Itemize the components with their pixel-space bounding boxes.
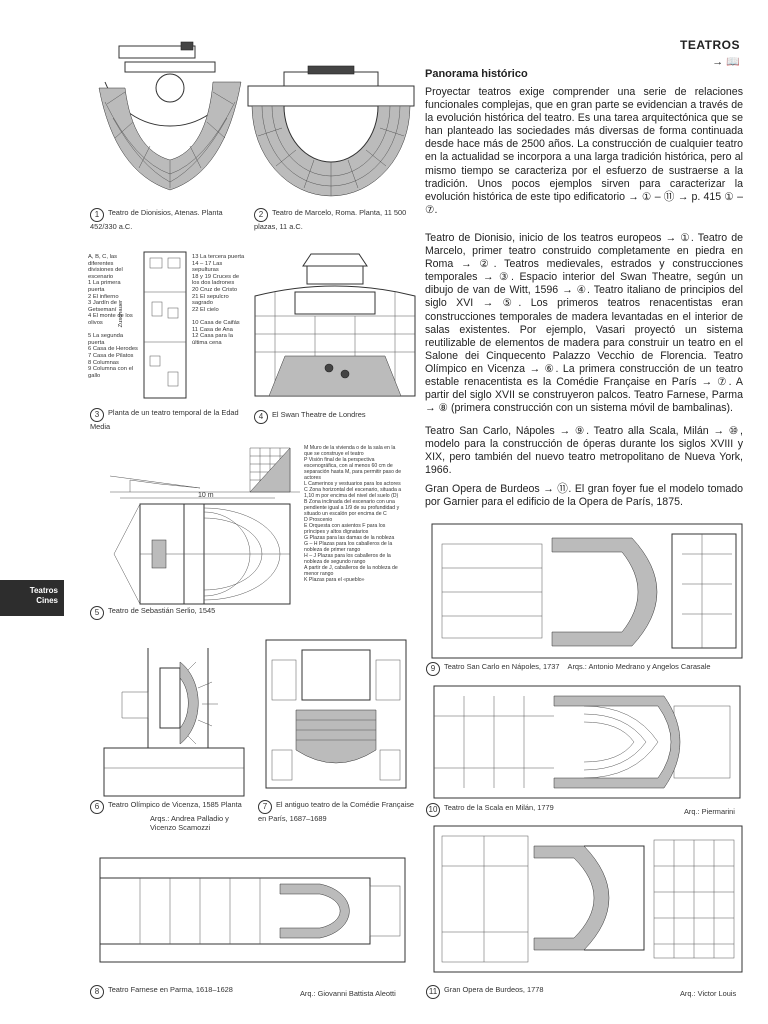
paragraph-intro: Proyectar teatros exige comprender una s… <box>425 86 743 216</box>
figure-1-drawing <box>98 41 242 191</box>
figure-11-number: 11 <box>426 985 440 999</box>
figure-10-drawing <box>433 685 741 799</box>
page-header-reference: → 📖 <box>712 56 740 68</box>
figure-3-side-label: Zuschauer <box>118 300 124 328</box>
figure-8-credit: Arq.: Giovanni Battista Aleotti <box>300 989 396 998</box>
side-tab-line-1: Teatros <box>29 586 58 595</box>
figure-1-number: 1 <box>90 208 104 222</box>
figure-6-credit: Arqs.: Andrea Palladio y Vicenzo Scamozz… <box>150 814 229 832</box>
figure-9-credit: Arqs.: Antonio Medrano y Angelos Carasal… <box>567 662 711 671</box>
figure-3-legend-right: 13 La tercera puerta 14 – 17 Las sepultu… <box>192 254 245 346</box>
figure-8-drawing <box>99 857 406 963</box>
figure-5-number: 5 <box>90 606 104 620</box>
figure-5-scale: 10 m <box>198 492 214 499</box>
figure-7-drawing <box>265 639 407 789</box>
figure-5-legend: M Muro de la vivienda o de la sala en la… <box>304 445 402 583</box>
figure-7-number: 7 <box>258 800 272 814</box>
figure-2-drawing <box>247 65 415 197</box>
figure-11-credit: Arq.: Victor Louis <box>680 989 737 998</box>
figure-9-number: 9 <box>426 662 440 676</box>
chapter-side-tab[interactable]: Teatros Cines <box>0 580 64 616</box>
page-header-title: TEATROS <box>680 38 740 52</box>
figure-4-number: 4 <box>254 410 268 424</box>
figure-3-drawing <box>143 251 187 399</box>
figure-6-drawing <box>103 648 245 797</box>
side-tab-line-2: Cines <box>36 596 58 605</box>
figure-4-drawing <box>254 253 416 397</box>
paragraph-bordeaux: Gran Opera de Burdeos → ⑪. El gran foyer… <box>425 483 743 509</box>
figure-6-number: 6 <box>90 800 104 814</box>
figure-10-credit: Arq.: Piermarini <box>684 807 735 816</box>
figure-11-drawing <box>433 825 743 973</box>
figure-2-number: 2 <box>254 208 268 222</box>
figure-3-number: 3 <box>90 408 104 422</box>
figure-9-drawing <box>431 523 743 659</box>
figure-3-legend-left: A, B, C, las diferentes divisiones del e… <box>88 254 138 379</box>
paragraph-opera-houses: Teatro San Carlo, Nápoles → ⑨. Teatro al… <box>425 425 743 477</box>
figure-10-number: 10 <box>426 803 440 817</box>
figure-5-drawing <box>109 447 300 605</box>
figure-8-number: 8 <box>90 985 104 999</box>
section-title: Panorama histórico <box>425 68 528 80</box>
paragraph-history: Teatro de Dionisio, inicio de los teatro… <box>425 232 743 415</box>
